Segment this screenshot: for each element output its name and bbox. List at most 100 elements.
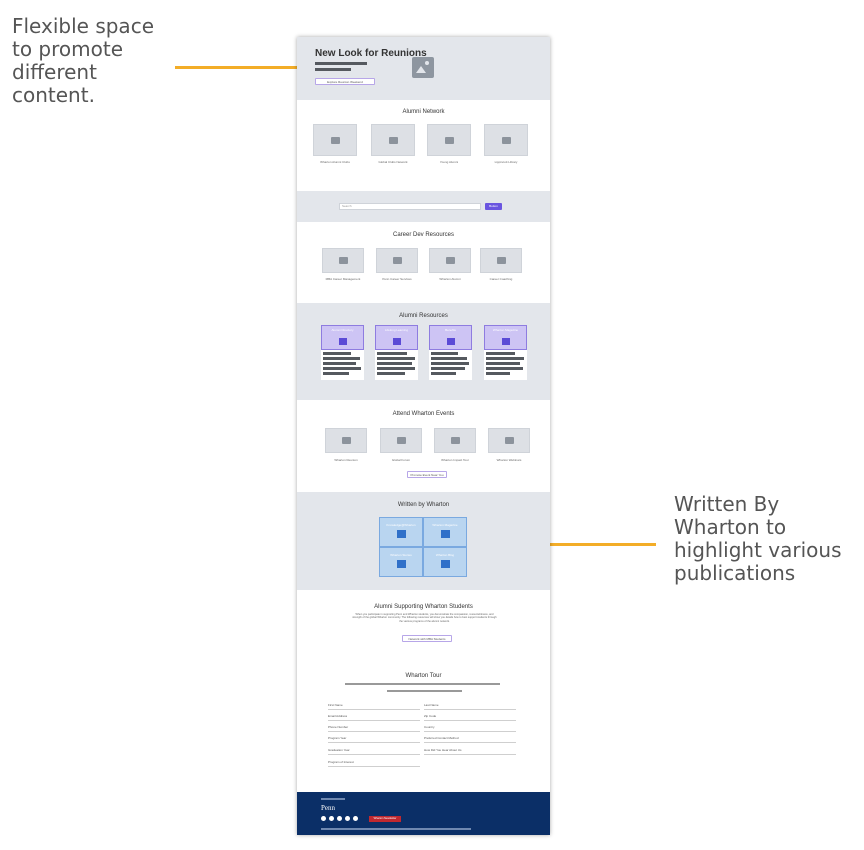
form-field[interactable]: Phone Number — [328, 723, 420, 732]
form-title: Wharton Tour — [405, 673, 442, 679]
supporting-text: When you participate in supporting Penn … — [352, 613, 497, 623]
alumni-network-title: Alumni Network — [402, 109, 445, 115]
form-intro-line — [387, 690, 462, 692]
image-icon — [440, 560, 450, 568]
image-icon — [338, 257, 348, 264]
resource-text-panel — [484, 350, 527, 380]
event-caption[interactable]: Wharton Reunion — [334, 458, 358, 462]
alumni-resources-title: Alumni Resources — [399, 313, 448, 319]
twitter-icon[interactable] — [329, 816, 334, 821]
image-icon — [444, 136, 454, 144]
career-caption[interactable]: MBA Career Management — [325, 277, 361, 281]
network-students-button[interactable]: Network with MBA Students — [402, 635, 452, 642]
publication-cell[interactable]: Knowledge@Wharton — [379, 517, 423, 547]
form-field[interactable]: Graduation Year — [328, 746, 420, 755]
image-icon — [338, 338, 347, 345]
form-field[interactable]: Zip Code — [424, 712, 516, 721]
annotation-arrow-1 — [175, 66, 315, 69]
youtube-icon[interactable] — [353, 816, 358, 821]
alumni-network-image[interactable] — [371, 124, 415, 156]
alumni-network-image[interactable] — [427, 124, 471, 156]
alumni-network-section: Alumni Network Wharton Alumni Clubs Glob… — [297, 100, 550, 191]
career-image[interactable] — [480, 248, 522, 273]
image-icon — [341, 437, 351, 444]
image-icon — [396, 530, 406, 538]
form-section: Wharton Tour First Name Email Address Ph… — [297, 670, 550, 792]
footer-copyright-line — [321, 828, 471, 830]
resource-text-panel — [321, 350, 364, 380]
image-icon — [392, 257, 402, 264]
hero-text-line — [315, 62, 367, 65]
social-icons — [321, 816, 361, 822]
career-caption[interactable]: Career Coaching — [489, 277, 513, 281]
event-image[interactable] — [380, 428, 422, 453]
image-icon — [504, 437, 514, 444]
written-title: Written by Wharton — [397, 502, 450, 508]
resource-card[interactable]: Alumni Directory — [321, 325, 364, 350]
hero-image-icon — [412, 57, 434, 78]
search-input[interactable]: Search — [339, 203, 481, 210]
image-icon — [496, 257, 506, 264]
publication-cell[interactable]: Wharton Stories — [379, 547, 423, 577]
hero-text-line — [315, 68, 351, 71]
event-caption[interactable]: Wharton Webinars — [496, 458, 522, 462]
event-image[interactable] — [434, 428, 476, 453]
publication-cell[interactable]: Wharton Magazine — [423, 517, 467, 547]
alumni-network-image[interactable] — [484, 124, 528, 156]
alumni-network-caption[interactable]: Wharton Alumni Clubs — [320, 160, 350, 164]
supporting-section: Alumni Supporting Wharton Students When … — [297, 590, 550, 670]
image-icon — [446, 338, 455, 345]
career-image[interactable] — [429, 248, 471, 273]
event-caption[interactable]: Wharton Impact Tour — [441, 458, 469, 462]
career-caption[interactable]: Wharton Alumni — [439, 277, 461, 281]
image-icon — [501, 338, 510, 345]
event-caption[interactable]: Global Forum — [391, 458, 411, 462]
form-field[interactable]: Program of Interest — [328, 758, 420, 767]
resource-card[interactable]: Wharton Magazine — [484, 325, 527, 350]
form-field[interactable]: Email Address — [328, 712, 420, 721]
alumni-resources-section: Alumni Resources Alumni Directory Lifelo… — [297, 303, 550, 400]
resource-card[interactable]: Benefits — [429, 325, 472, 350]
career-image[interactable] — [376, 248, 418, 273]
career-title: Career Dev Resources — [392, 232, 455, 238]
form-field[interactable]: Last Name — [424, 701, 516, 710]
instagram-icon[interactable] — [345, 816, 350, 821]
event-image[interactable] — [325, 428, 367, 453]
publication-cell[interactable]: Wharton Blog — [423, 547, 467, 577]
form-intro-line — [345, 683, 500, 685]
form-field[interactable]: Program Year — [328, 734, 420, 743]
facebook-icon[interactable] — [321, 816, 326, 821]
alumni-network-caption[interactable]: Lippincott Library — [494, 160, 518, 164]
footer: Penn Wharton Newsletter — [297, 792, 550, 835]
career-section: Career Dev Resources MBA Career Manageme… — [297, 222, 550, 303]
form-field[interactable]: Preferred Contact Method — [424, 734, 516, 743]
search-button[interactable]: Button — [485, 203, 502, 210]
form-field[interactable]: First Name — [328, 701, 420, 710]
alumni-network-caption[interactable]: Young Alumni — [439, 160, 459, 164]
career-caption[interactable]: Penn Career Services — [382, 277, 412, 281]
hero-section: New Look for Reunions Explore Reunion We… — [297, 37, 550, 100]
image-icon — [445, 257, 455, 264]
annotation-written-by-wharton: Written By Wharton to highlight various … — [674, 492, 842, 585]
form-field[interactable]: How Did You Hear About Us — [424, 746, 516, 755]
newsletter-button[interactable]: Wharton Newsletter — [369, 816, 401, 822]
annotation-arrow-2 — [510, 543, 656, 546]
footer-line — [321, 798, 345, 800]
annotation-flexible-space: Flexible space to promote different cont… — [12, 14, 154, 107]
events-title: Attend Wharton Events — [392, 411, 455, 417]
linkedin-icon[interactable] — [337, 816, 342, 821]
resource-card[interactable]: Lifelong Learning — [375, 325, 418, 350]
promote-event-button[interactable]: Promote Event Near You — [407, 471, 447, 478]
image-icon — [501, 136, 511, 144]
career-image[interactable] — [322, 248, 364, 273]
image-icon — [440, 530, 450, 538]
image-icon — [392, 338, 401, 345]
alumni-network-image[interactable] — [313, 124, 357, 156]
image-icon — [396, 437, 406, 444]
image-icon — [396, 560, 406, 568]
event-image[interactable] — [488, 428, 530, 453]
hero-title: New Look for Reunions — [315, 48, 427, 59]
explore-reunion-button[interactable]: Explore Reunion Weekend — [315, 78, 375, 85]
form-field[interactable]: Country — [424, 723, 516, 732]
alumni-network-caption[interactable]: Global Clubs Network — [378, 160, 408, 164]
